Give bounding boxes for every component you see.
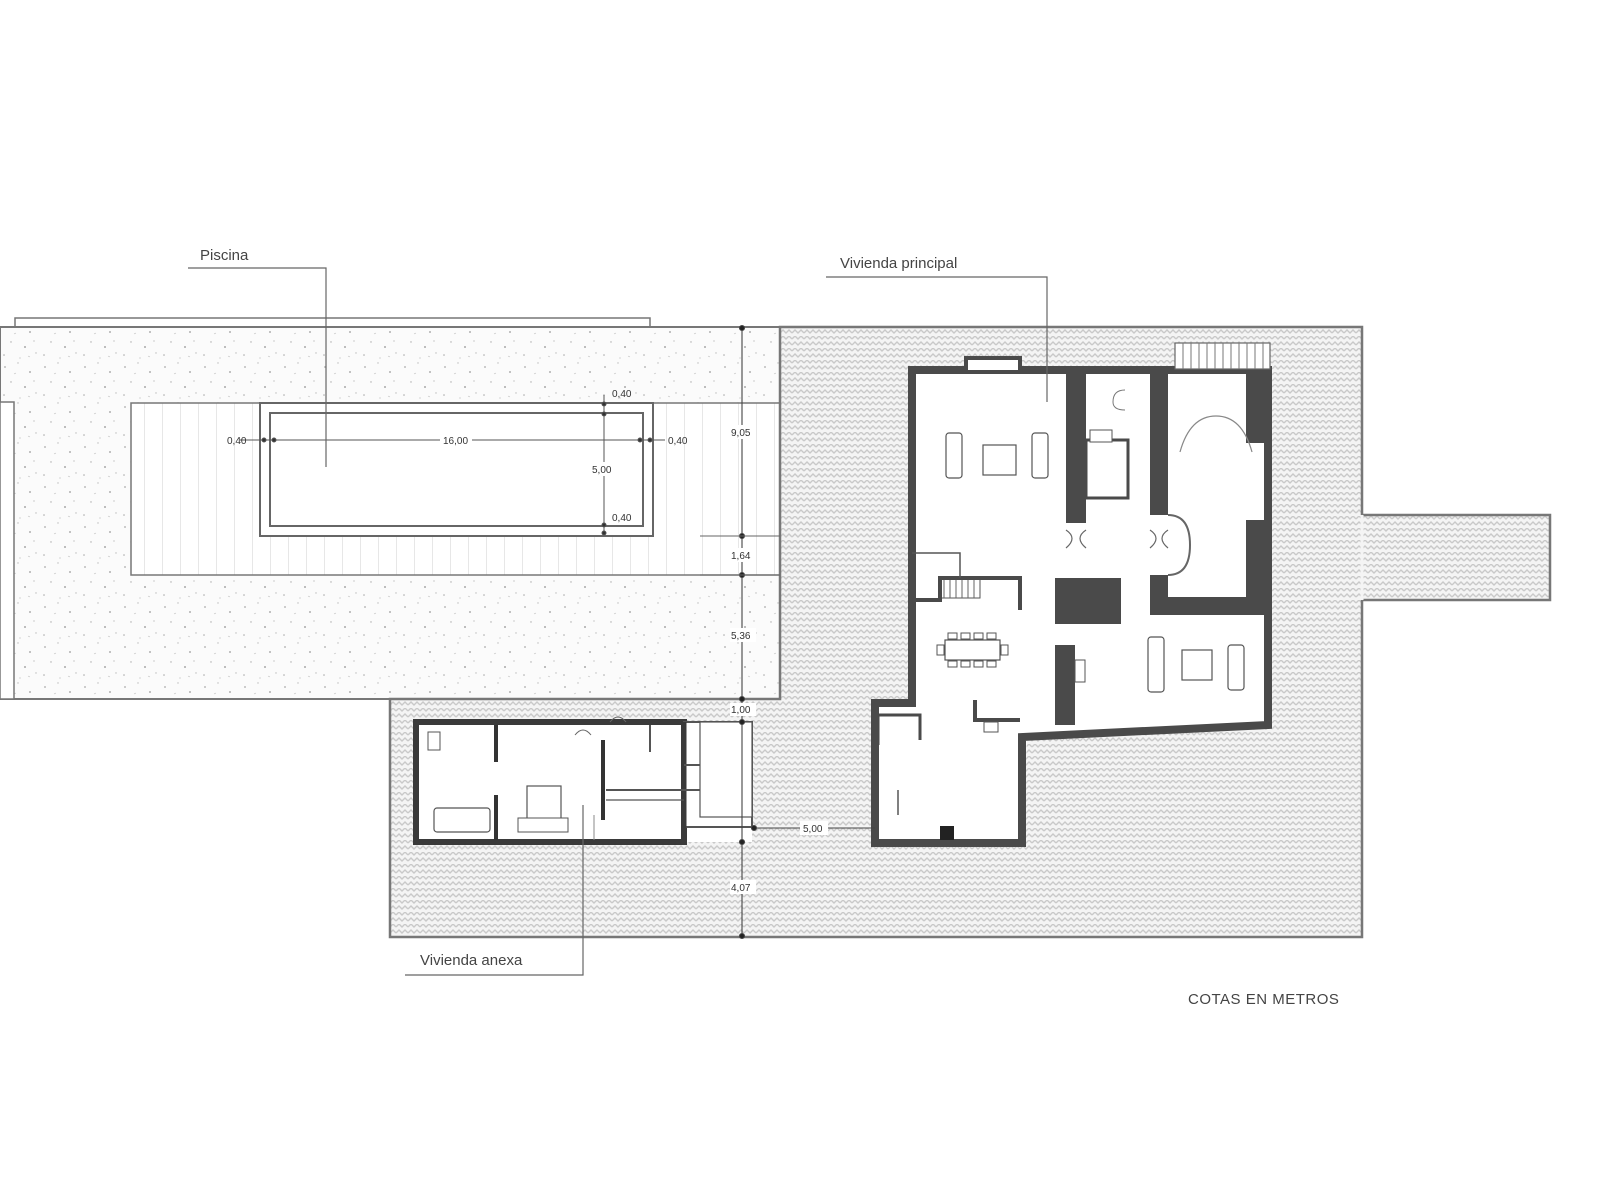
main-house-label-leader	[826, 276, 1048, 402]
dim-1-64: 1,64	[731, 551, 751, 562]
main-house-label: Vivienda principal	[840, 255, 957, 272]
units-note: COTAS EN METROS	[1188, 991, 1339, 1008]
dim-9-05: 9,05	[731, 428, 751, 439]
pool-basin	[269, 412, 644, 527]
sofa-icon	[433, 807, 491, 833]
dim-5-36: 5,36	[731, 631, 751, 642]
pool-width-dim: 5,00	[592, 465, 612, 476]
pool-length-dim: 16,00	[443, 436, 468, 447]
pool-edge-top-dim: 0,40	[612, 389, 632, 400]
coffee-table-icon	[982, 444, 1017, 476]
pool-label-leader	[188, 267, 327, 467]
dim-1-00: 1,00	[731, 705, 751, 716]
dim-4-07: 4,07	[731, 883, 751, 894]
pool-label: Piscina	[200, 247, 249, 264]
annex-house-label: Vivienda anexa	[420, 952, 523, 969]
annex-label-leader	[405, 805, 584, 976]
sofa-icon	[1147, 636, 1165, 693]
pool-edge-right-dim: 0,40	[668, 436, 688, 447]
main-house	[871, 342, 1272, 847]
pool-garden-area	[0, 317, 781, 700]
coffee-table-icon	[1181, 649, 1213, 681]
pool-edge-bottom-dim: 0,40	[612, 513, 632, 524]
bed-icon	[526, 785, 562, 823]
annex-house	[413, 716, 753, 845]
pool-edge-left-dim: 0,40	[227, 436, 247, 447]
dining-table-icon	[944, 639, 1001, 661]
dim-5-00: 5,00	[803, 824, 823, 835]
sofa-icon	[1227, 644, 1245, 691]
sofa-icon	[1031, 432, 1049, 479]
sofa-icon	[945, 432, 963, 479]
